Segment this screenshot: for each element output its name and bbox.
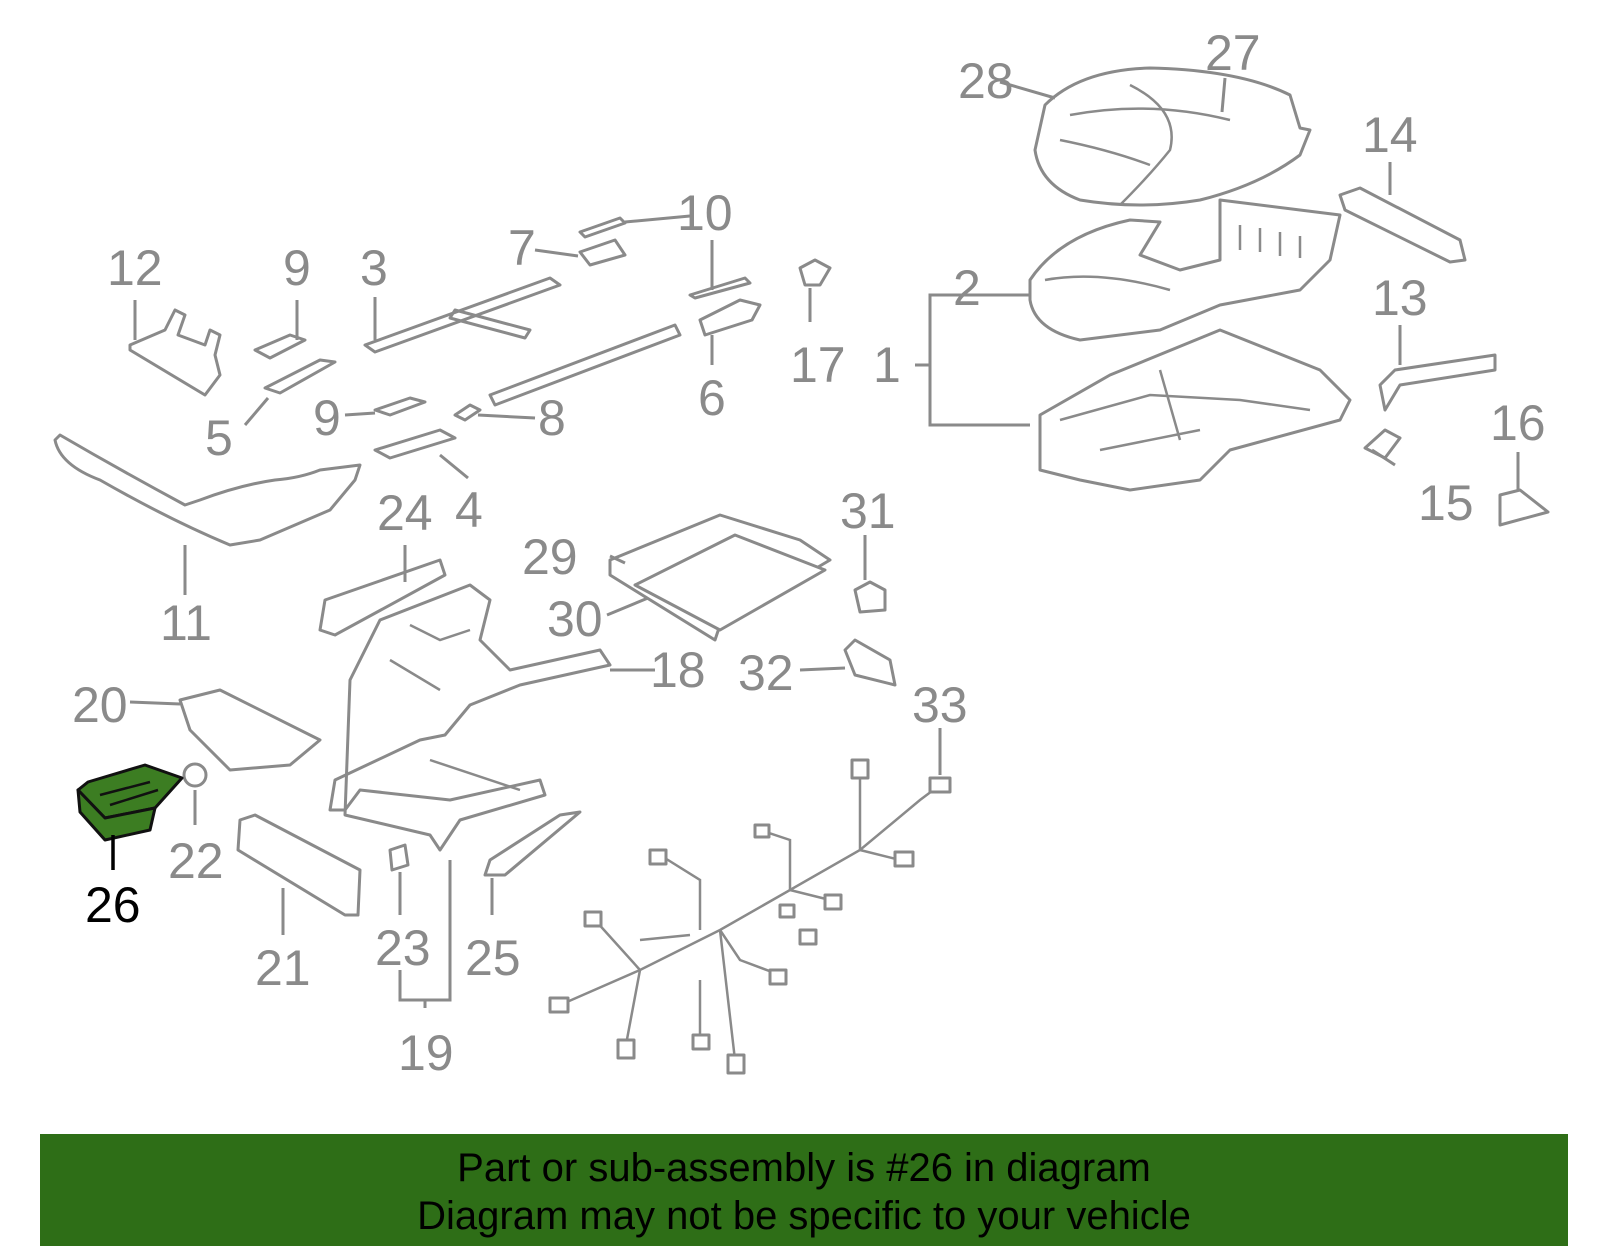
callout-27: 27 [1205,25,1261,81]
part-5 [263,358,337,395]
callout-28: 28 [958,53,1014,109]
part-21 [236,813,362,917]
callout-26: 26 [85,877,141,933]
callout-21: 21 [255,940,311,996]
part-4 [373,428,457,460]
part-31 [853,580,887,614]
part-22 [182,762,208,788]
callout-18: 18 [650,642,706,698]
callout-5: 5 [205,410,233,466]
callout-23: 23 [375,920,431,976]
part-17 [798,258,832,287]
part-30-mat [633,533,827,632]
part-15 [1363,428,1402,460]
callout-7: 7 [508,220,536,276]
callout-33: 33 [912,677,968,733]
part-14 [1338,186,1467,264]
banner-line-1: Part or sub-assembly is #26 in diagram [457,1146,1151,1190]
part-1-seat-frame [1038,328,1352,492]
callout-24: 24 [377,485,433,541]
callout-9-lower: 9 [313,390,341,446]
callout-6: 6 [698,370,726,426]
part-18-frame [328,583,612,852]
part-25 [483,810,582,877]
part-33-wiring-harness [548,758,952,1075]
callout-32: 32 [738,645,794,701]
banner-line-2: Diagram may not be specific to your vehi… [417,1194,1191,1238]
callout-15: 15 [1418,475,1474,531]
part-9-lower [373,396,427,417]
part-9-upper [253,333,307,360]
part-12 [128,308,222,397]
callout-17: 17 [790,337,846,393]
callout-1: 1 [873,337,901,393]
part-32 [843,638,897,687]
leader-lines [129,77,1520,1008]
part-20 [178,688,322,772]
part-3-rail [363,276,682,407]
callout-20: 20 [72,677,128,733]
part-7 [578,238,627,267]
callout-8: 8 [538,390,566,446]
callout-29: 29 [522,529,578,585]
callout-12: 12 [107,240,163,296]
part-8 [453,403,482,422]
callout-14: 14 [1362,107,1418,163]
callout-2: 2 [953,260,981,316]
callout-19: 19 [398,1025,454,1081]
callout-labels: 1 2 3 4 5 6 7 8 9 9 10 11 12 13 14 15 16… [72,25,1546,1081]
part-24 [318,558,447,637]
callout-31: 31 [840,483,896,539]
callout-9-upper: 9 [283,240,311,296]
part-10b [688,276,752,300]
bracket-1 [915,293,1030,427]
callout-10: 10 [677,185,733,241]
callout-11: 11 [160,595,212,651]
part-16 [1498,488,1550,527]
callout-4: 4 [455,482,483,538]
part-10 [578,216,627,239]
callout-3: 3 [360,240,388,296]
parts-diagram: 1 2 3 4 5 6 7 8 9 9 10 11 12 13 14 15 16… [53,25,1550,1081]
part-11-trim [53,433,362,547]
part-2-seat-pan [1028,198,1342,342]
part-6 [698,298,762,337]
callout-22: 22 [168,833,224,889]
part-23 [388,843,410,872]
part-13 [1378,353,1497,412]
part-27-28-seat-cushion [1033,66,1312,207]
info-banner: Part or sub-assembly is #26 in diagram D… [40,1134,1568,1246]
callout-13: 13 [1372,270,1428,326]
part-26-highlighted [76,763,184,842]
callout-16: 16 [1490,395,1546,451]
callout-30: 30 [547,591,603,647]
callout-25: 25 [465,930,521,986]
